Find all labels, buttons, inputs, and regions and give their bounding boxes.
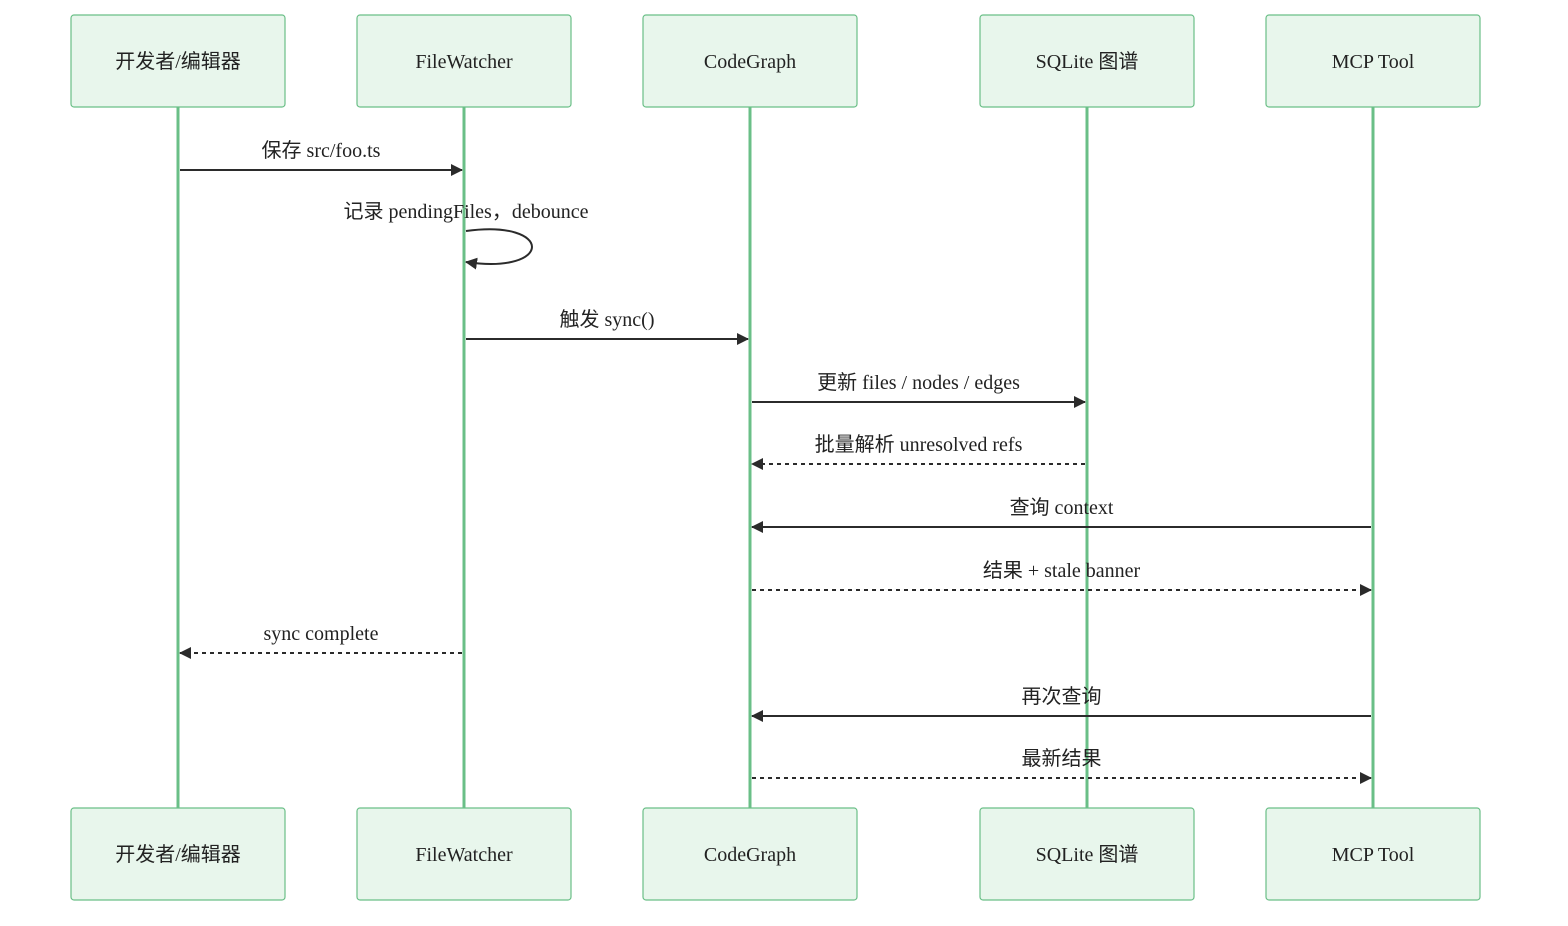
actor-box (979, 807, 1195, 901)
message-3: 触发 sync() (466, 308, 749, 345)
actor-label: 开发者/编辑器 (115, 50, 241, 73)
actor-label: SQLite 图谱 (1036, 50, 1139, 73)
actors-bottom: 开发者/编辑器 FileWatcher CodeGraph SQLite 图谱 MCP … (70, 807, 1481, 901)
actor-dev-top[interactable]: 开发者/编辑器 (70, 14, 286, 108)
message-label: 查询 context (1010, 496, 1114, 519)
message-label: 最新结果 (1022, 747, 1102, 770)
actor-sqlite-top[interactable]: SQLite 图谱 (979, 14, 1195, 108)
actor-box (1265, 807, 1481, 901)
message-label: 记录 pendingFiles，debounce (344, 200, 589, 223)
actor-label: CodeGraph (704, 51, 796, 73)
actors-top: 开发者/编辑器 FileWatcher CodeGraph SQLite 图谱 MCP … (70, 14, 1481, 108)
message-6: 查询 context (751, 496, 1371, 533)
actor-dev-bottom[interactable]: 开发者/编辑器 (70, 807, 286, 901)
actor-watcher-bottom[interactable]: FileWatcher (356, 807, 572, 901)
message-1: 保存 src/foo.ts (180, 139, 463, 176)
actor-box (642, 807, 858, 901)
message-label: 再次查询 (1022, 685, 1102, 708)
message-4: 更新 files / nodes / edges (752, 371, 1086, 408)
actor-label: FileWatcher (415, 844, 513, 866)
actor-box (642, 14, 858, 108)
actor-label: SQLite 图谱 (1036, 843, 1139, 866)
actor-box (70, 14, 286, 108)
lifelines (176, 107, 1375, 808)
message-9: 再次查询 (751, 685, 1371, 722)
message-label: 批量解析 unresolved refs (815, 433, 1023, 456)
actor-watcher-top[interactable]: FileWatcher (356, 14, 572, 108)
actor-codegraph-top[interactable]: CodeGraph (642, 14, 858, 108)
actor-label: MCP Tool (1332, 51, 1415, 73)
actor-label: MCP Tool (1332, 844, 1415, 866)
actor-mcp-bottom[interactable]: MCP Tool (1265, 807, 1481, 901)
actor-box (979, 14, 1195, 108)
actor-box (356, 807, 572, 901)
actor-box (70, 807, 286, 901)
message-8: sync complete (179, 623, 462, 659)
actor-box (1265, 14, 1481, 108)
message-arrow (465, 228, 533, 270)
message-2: 记录 pendingFiles，debounce (344, 200, 589, 270)
actor-label: CodeGraph (704, 844, 796, 866)
actor-box (356, 14, 572, 108)
messages: 保存 src/foo.ts 记录 pendingFiles，debounce 触发 … (179, 139, 1372, 784)
actor-mcp-top[interactable]: MCP Tool (1265, 14, 1481, 108)
actor-sqlite-bottom[interactable]: SQLite 图谱 (979, 807, 1195, 901)
message-5: 批量解析 unresolved refs (751, 433, 1085, 470)
message-label: 触发 sync() (560, 308, 655, 331)
message-7: 结果 + stale banner (752, 559, 1372, 596)
message-10: 最新结果 (752, 747, 1372, 784)
message-label: sync complete (264, 623, 379, 645)
actor-label: 开发者/编辑器 (115, 843, 241, 866)
message-label: 更新 files / nodes / edges (817, 371, 1020, 394)
message-label: 保存 src/foo.ts (262, 139, 381, 162)
actor-codegraph-bottom[interactable]: CodeGraph (642, 807, 858, 901)
message-label: 结果 + stale banner (983, 559, 1141, 582)
actor-label: FileWatcher (415, 51, 513, 73)
